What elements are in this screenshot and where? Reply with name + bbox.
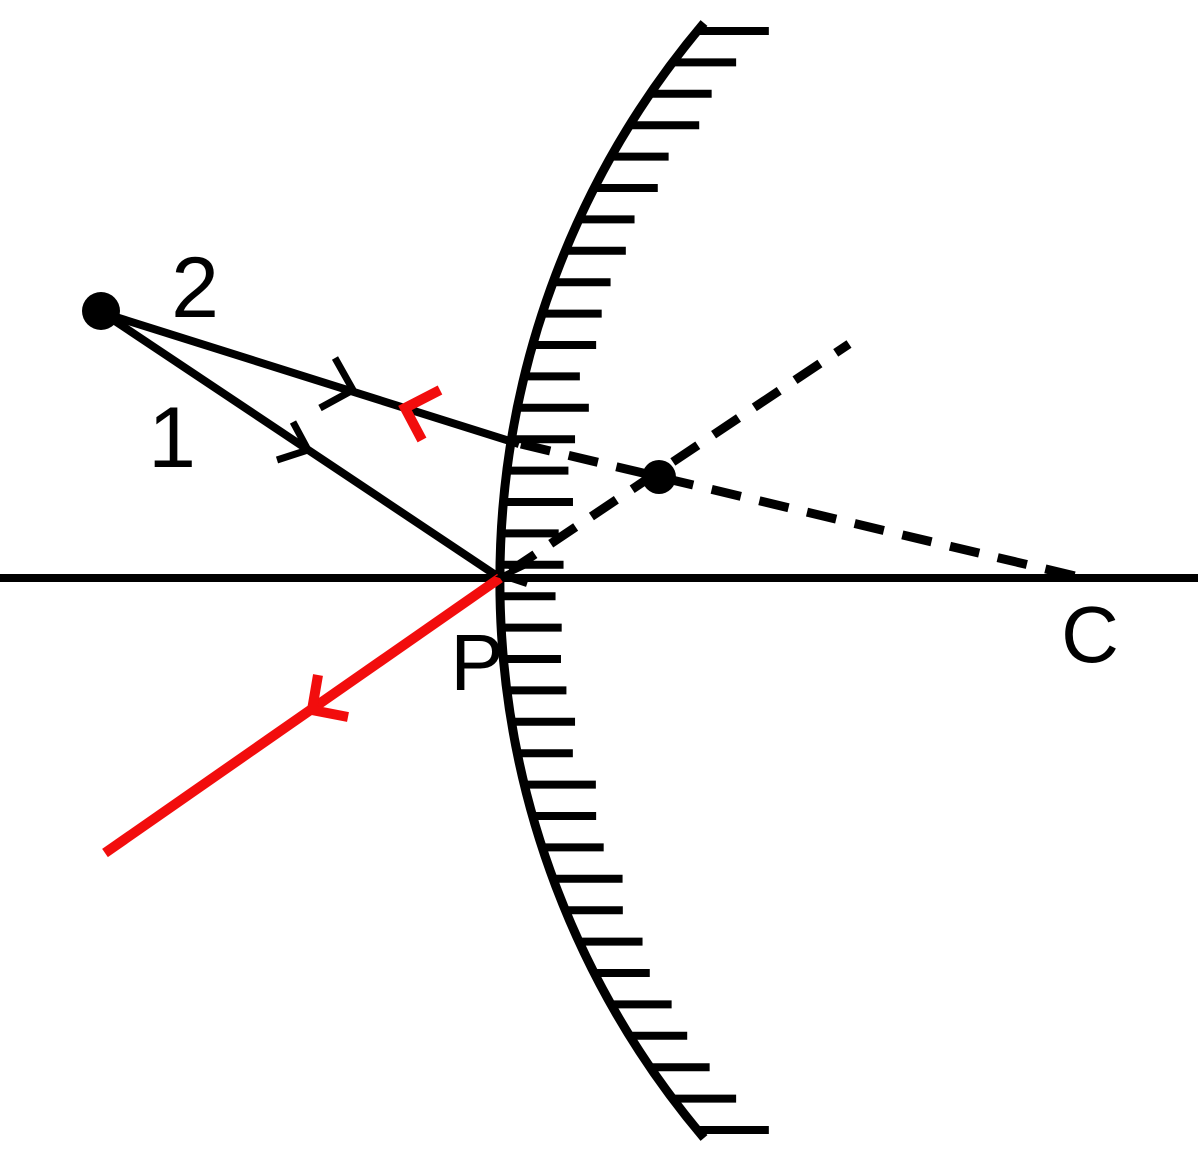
virtual-image-point (642, 460, 676, 494)
ray-1-reflected (102, 573, 503, 858)
ray-2-incident-arrowhead (318, 356, 358, 412)
ray-1-extension-arrowhead (495, 560, 532, 587)
label-ray-1: 1 (148, 390, 196, 486)
ray-1-reflected-arrowhead (306, 674, 349, 722)
label-ray-2: 2 (171, 240, 219, 336)
ray-1-incident (100, 309, 503, 582)
ray-1-incident-arrowhead (275, 420, 314, 464)
object-point (82, 292, 120, 330)
ray-2-incident (101, 309, 521, 448)
ray-2-reflected-arrowhead (398, 385, 443, 443)
ray-1-virtual-extension (507, 340, 852, 575)
label-pole: P (450, 618, 503, 707)
label-center-of-curvature: C (1061, 590, 1119, 679)
